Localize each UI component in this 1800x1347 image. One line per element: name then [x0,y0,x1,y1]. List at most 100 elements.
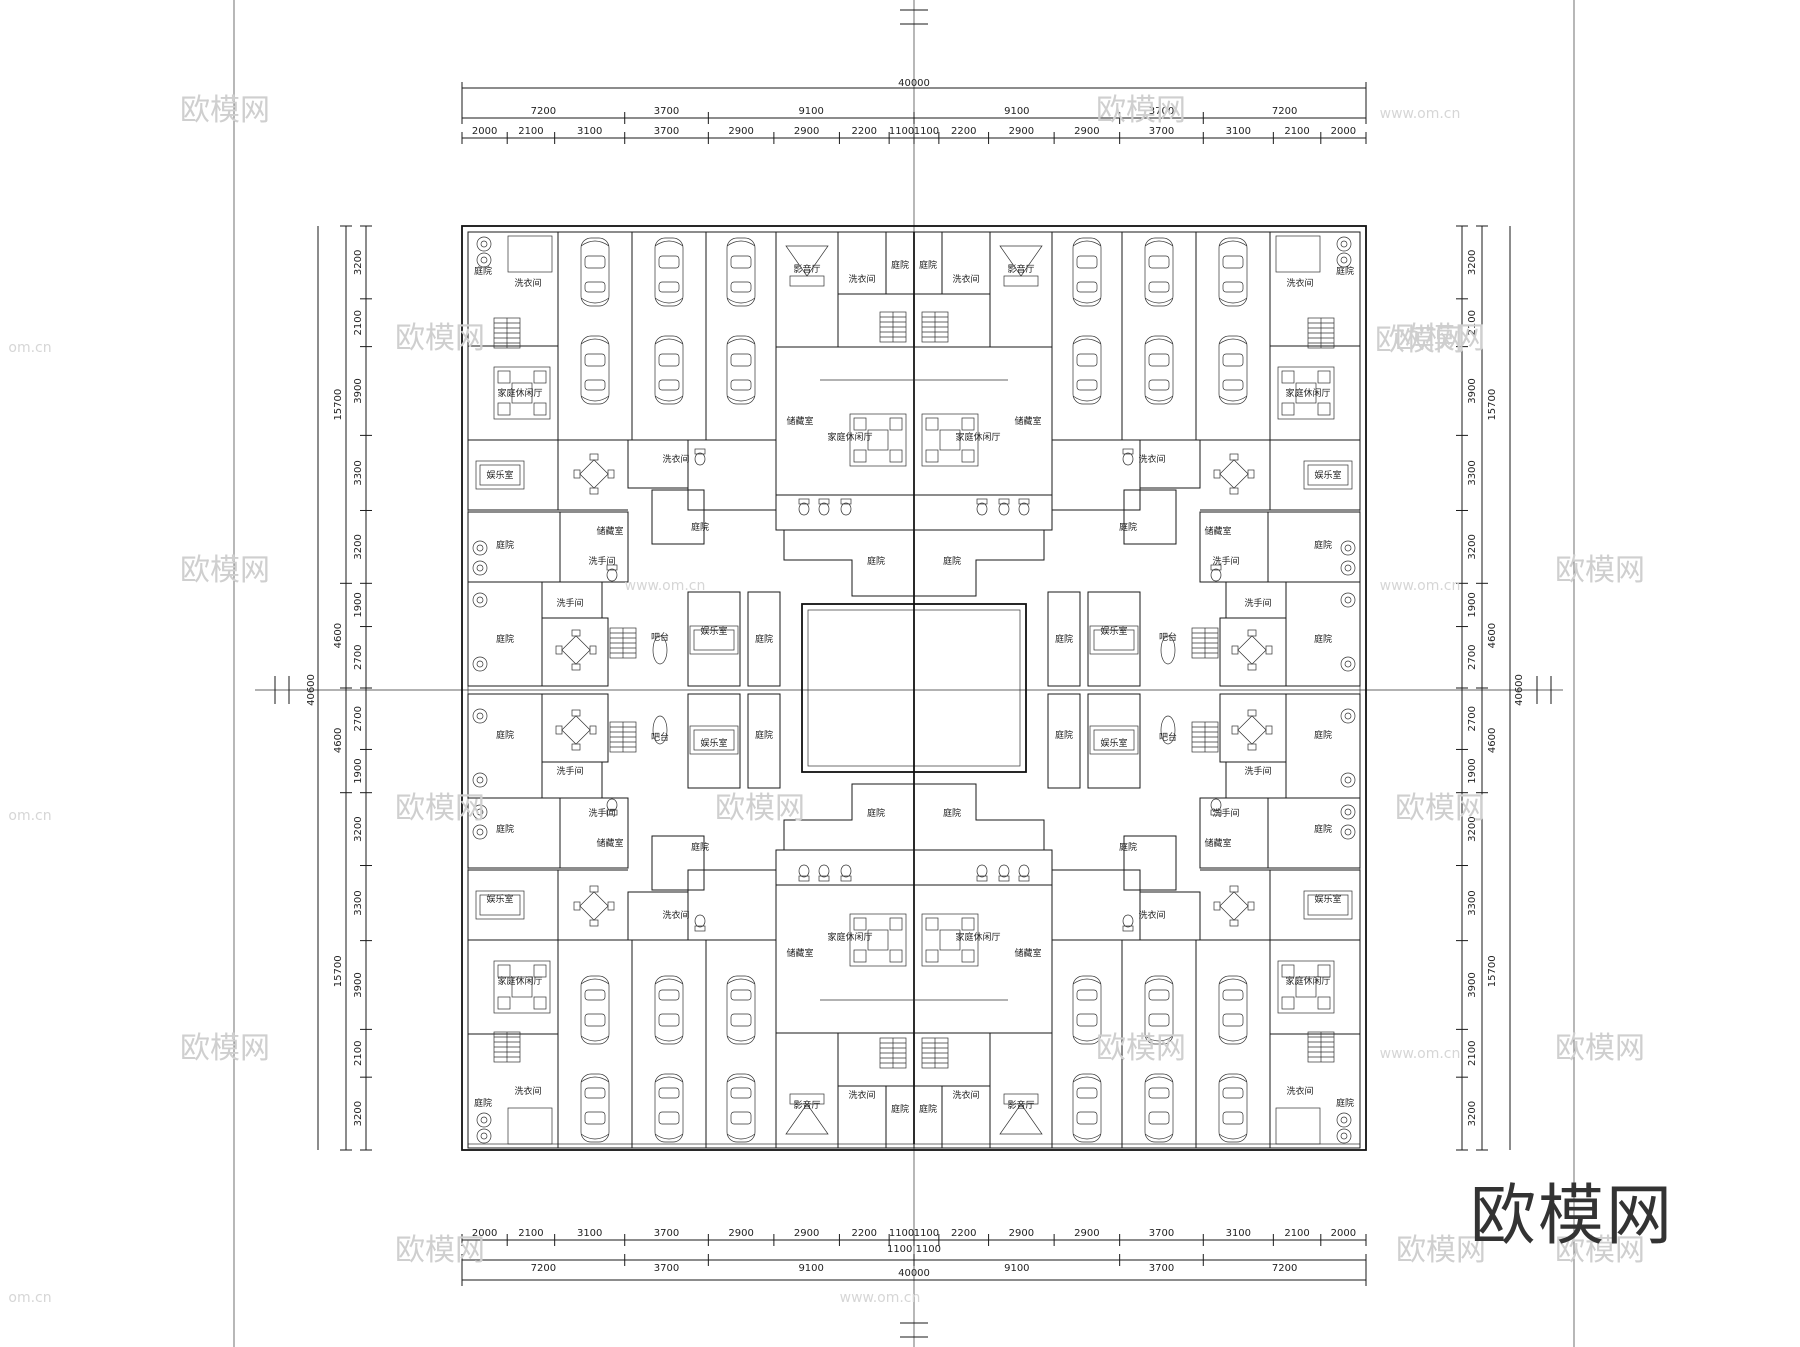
left-major-label: 15700 [333,955,344,987]
room-label-laundry: 洗衣间 [1286,1085,1313,1097]
left-minor-label: 2700 [353,645,364,670]
top-minor-label: 2100 [518,126,543,137]
top-minor-label: 3100 [1226,126,1251,137]
bar-counter-icon [652,635,668,665]
room-label-bar: 吧台 [651,731,669,743]
room-label-courtyard: 庭院 [691,521,709,533]
left-minor-label: 3200 [353,250,364,275]
top-minor-label: 2000 [472,126,497,137]
watermark-brand: 欧模网 [395,791,485,826]
room-label-courtyard: 庭院 [755,729,773,741]
room-label-courtyard: 庭院 [496,539,514,551]
car-icon [580,237,610,307]
room-label-courtyard: 庭院 [1336,265,1354,277]
unit-quadrants: 影音厅洗衣间庭院储藏室家庭休闲厅庭院洗衣间家庭休闲厅娱乐室庭院储藏室洗手间洗衣间… [467,231,1361,1149]
room-label-courtyard: 庭院 [496,729,514,741]
watermark-url: om.cn [8,808,51,824]
room-label-entertainment: 娱乐室 [1314,893,1341,905]
tree-icon [1340,772,1356,788]
room-label-washroom: 洗手间 [556,597,583,609]
cinema-seating-icon [999,1103,1043,1135]
toilet-icon [1018,864,1030,882]
right-minor-label: 3300 [1467,890,1478,915]
room-label-laundry: 洗衣间 [514,277,541,289]
toilet-icon [818,864,830,882]
room-label-bar: 吧台 [651,631,669,643]
stair-icon [609,627,637,659]
right-minor-label: 3200 [1467,1101,1478,1126]
room-label-washroom: 洗手间 [1212,807,1239,819]
card-table-icon [1231,629,1273,671]
car-icon [1218,1073,1248,1143]
toilet-icon [694,448,706,466]
top-minor-label: 3700 [1149,126,1174,137]
right-minor-label: 2700 [1467,706,1478,731]
room-label-laundry: 洗衣间 [514,1085,541,1097]
left-major-label: 4600 [333,623,344,648]
right-major-label: 4600 [1487,623,1498,648]
toilet-icon [976,864,988,882]
car-icon [1218,335,1248,405]
stair-icon [1307,1031,1335,1063]
cinema-seating-icon [999,245,1043,277]
left-minor-label: 3900 [353,972,364,997]
room-label-laundry: 洗衣间 [662,909,689,921]
stair-icon [609,721,637,753]
bottom-major-label: 7200 [1272,1263,1297,1274]
room-label-entertainment: 娱乐室 [486,893,513,905]
room-label-family-room: 家庭休闲厅 [827,431,872,443]
room-label-courtyard: 庭院 [496,633,514,645]
brand-logo: 欧模网 [1470,1177,1674,1254]
top-minor-label: 3100 [577,126,602,137]
tree-icon [1336,1112,1352,1128]
room-label-courtyard: 庭院 [1314,823,1332,835]
car-icon [1218,237,1248,307]
car-icon [1144,335,1174,405]
room-label-entertainment: 娱乐室 [1100,737,1127,749]
left-minor-label: 3200 [353,534,364,559]
room-label-cinema: 影音厅 [793,1099,820,1111]
car-icon [580,975,610,1045]
room-label-storage: 储藏室 [596,525,623,537]
watermark-brand: 欧模网 [1555,553,1645,588]
card-table-icon [555,709,597,751]
room-label-storage: 储藏室 [786,947,813,959]
car-icon [654,975,684,1045]
toilet-icon [1122,448,1134,466]
room-label-family-room: 家庭休闲厅 [497,975,542,987]
room-label-laundry: 洗衣间 [952,1089,979,1101]
bar-counter-icon [652,715,668,745]
card-table-icon [573,453,615,495]
watermark-url: www.om.cn [1380,1046,1461,1062]
room-label-courtyard: 庭院 [943,555,961,567]
top-minor-label: 2900 [728,126,753,137]
right-major-label: 4600 [1487,728,1498,753]
bottom-center-label: 1100 1100 [887,1244,941,1255]
stair-icon [921,311,949,343]
bottom-total-label: 40000 [898,1268,930,1279]
quadrant-top-right: 影音厅洗衣间庭院储藏室家庭休闲厅庭院洗衣间家庭休闲厅娱乐室庭院储藏室洗手间洗衣间… [913,231,1361,687]
car-icon [1218,975,1248,1045]
toilet-icon [998,498,1010,516]
bottom-minor-label: 1100 [914,1228,939,1239]
stair-icon [879,311,907,343]
room-label-laundry: 洗衣间 [848,1089,875,1101]
room-label-family-room: 家庭休闲厅 [827,931,872,943]
room-label-courtyard: 庭院 [919,1103,937,1115]
left-minor-label: 3300 [353,460,364,485]
watermark-url: www.om.cn [1380,578,1461,594]
tree-icon [1336,236,1352,252]
cinema-seating-icon [785,1103,829,1135]
tree-icon [1340,708,1356,724]
tree-icon [1336,252,1352,268]
stair-icon [1307,317,1335,349]
quadrant-bottom-right: 影音厅洗衣间庭院储藏室家庭休闲厅庭院洗衣间家庭休闲厅娱乐室庭院储藏室洗手间洗衣间… [913,693,1361,1149]
bottom-minor-label: 2200 [852,1228,877,1239]
room-label-courtyard: 庭院 [496,823,514,835]
left-minor-label: 3300 [353,890,364,915]
tree-icon [476,1112,492,1128]
watermark-url: www.om.cn [840,1290,921,1306]
bottom-major-label: 9100 [1004,1263,1029,1274]
room-label-courtyard: 庭院 [1314,729,1332,741]
